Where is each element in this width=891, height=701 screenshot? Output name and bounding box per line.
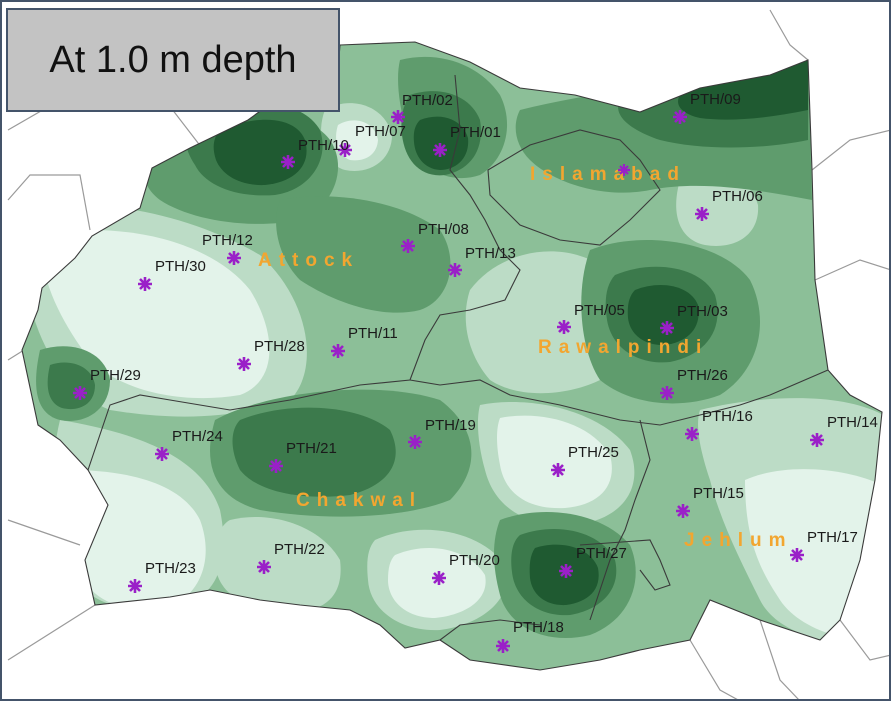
station-marker-pth-30[interactable] [138, 277, 152, 291]
station-label-pth-30: PTH/30 [155, 258, 206, 275]
station-labels: PTH/01 PTH/02 PTH/03 PTH/05 PTH/06 PTH/0… [90, 91, 878, 636]
station-marker-pth-28[interactable] [237, 357, 251, 371]
station-label-pth-23: PTH/23 [145, 560, 196, 577]
district-label-jehlum: Jehlum [684, 530, 793, 551]
station-label-pth-29: PTH/29 [90, 367, 141, 384]
station-marker-pth-15[interactable] [676, 504, 690, 518]
station-label-pth-16: PTH/16 [702, 408, 753, 425]
station-label-pth-15: PTH/15 [693, 485, 744, 502]
station-marker-pth-01[interactable] [433, 143, 447, 157]
station-marker-pth-20[interactable] [432, 571, 446, 585]
district-borders [87, 74, 829, 641]
station-label-pth-09: PTH/09 [690, 91, 741, 108]
station-marker-pth-17[interactable] [790, 548, 804, 562]
station-label-pth-25: PTH/25 [568, 444, 619, 461]
station-marker-pth-12[interactable] [227, 251, 241, 265]
station-label-pth-13: PTH/13 [465, 245, 516, 262]
district-labels: Islamabad Attock Rawalpindi Chakwal Jehl… [258, 164, 793, 551]
station-label-pth-02: PTH/02 [402, 92, 453, 109]
station-label-pth-01: PTH/01 [450, 124, 501, 141]
depth-title: At 1.0 m depth [49, 38, 297, 81]
station-marker-pth-22[interactable] [257, 560, 271, 574]
station-marker-pth-19[interactable] [408, 435, 422, 449]
station-label-pth-28: PTH/28 [254, 338, 305, 355]
district-label-chakwal: Chakwal [296, 490, 422, 511]
station-label-pth-10: PTH/10 [298, 137, 349, 154]
station-marker-pth-05[interactable] [557, 320, 571, 334]
station-marker-pth-09[interactable] [673, 110, 687, 124]
station-label-pth-11: PTH/11 [348, 325, 398, 342]
station-marker-pth-16[interactable] [685, 427, 699, 441]
depth-title-box: At 1.0 m depth [6, 8, 340, 112]
islamabad-marker [618, 164, 630, 176]
station-marker-pth-27[interactable] [559, 564, 573, 578]
station-marker-pth-29[interactable] [73, 386, 87, 400]
station-label-pth-08: PTH/08 [418, 221, 469, 238]
station-marker-pth-11[interactable] [331, 344, 345, 358]
station-label-pth-07: PTH/07 [355, 123, 406, 140]
station-marker-pth-21[interactable] [269, 459, 283, 473]
station-marker-pth-08[interactable] [401, 239, 415, 253]
station-marker-pth-26[interactable] [660, 386, 674, 400]
station-marker-pth-02[interactable] [391, 110, 405, 124]
station-marker-pth-25[interactable] [551, 463, 565, 477]
station-marker-pth-03[interactable] [660, 321, 674, 335]
station-label-pth-24: PTH/24 [172, 428, 223, 445]
station-label-pth-26: PTH/26 [677, 367, 728, 384]
station-label-pth-21: PTH/21 [286, 440, 337, 457]
station-marker-pth-14[interactable] [810, 433, 824, 447]
station-marker-pth-24[interactable] [155, 447, 169, 461]
district-label-attock: Attock [258, 250, 359, 271]
station-label-pth-20: PTH/20 [449, 552, 500, 569]
station-marker-pth-07[interactable] [338, 143, 352, 157]
station-label-pth-19: PTH/19 [425, 417, 476, 434]
station-marker-pth-18[interactable] [496, 639, 510, 653]
district-label-islamabad: Islamabad [530, 164, 686, 185]
station-marker-pth-10[interactable] [281, 155, 295, 169]
station-markers [73, 110, 824, 653]
station-label-pth-22: PTH/22 [274, 541, 325, 558]
station-marker-pth-06[interactable] [695, 207, 709, 221]
station-label-pth-18: PTH/18 [513, 619, 564, 636]
station-label-pth-12: PTH/12 [202, 232, 253, 249]
station-label-pth-06: PTH/06 [712, 188, 763, 205]
station-label-pth-14: PTH/14 [827, 414, 878, 431]
district-label-rawalpindi: Rawalpindi [538, 337, 708, 358]
station-label-pth-27: PTH/27 [576, 545, 627, 562]
station-label-pth-05: PTH/05 [574, 302, 625, 319]
station-label-pth-03: PTH/03 [677, 303, 728, 320]
station-marker-pth-13[interactable] [448, 263, 462, 277]
station-label-pth-17: PTH/17 [807, 529, 858, 546]
station-marker-pth-23[interactable] [128, 579, 142, 593]
